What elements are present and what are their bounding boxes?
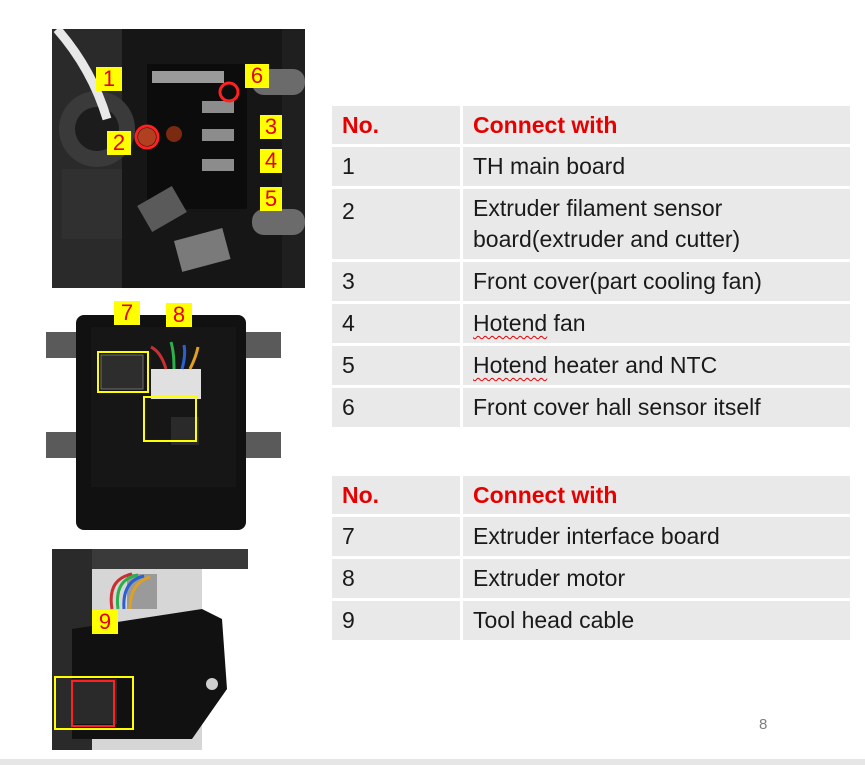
callout-2: 2 (107, 131, 131, 155)
table-row: 2 Extruder filament sensor board(extrude… (332, 189, 850, 262)
table-row: 3 Front cover(part cooling fan) (332, 262, 850, 304)
callout-8: 8 (166, 303, 192, 327)
header-connect-with: Connect with (463, 106, 850, 147)
header-no: No. (332, 106, 463, 147)
row-connect-with: Tool head cable (463, 601, 850, 643)
callout-7: 7 (114, 301, 140, 325)
row-no: 2 (332, 189, 463, 262)
bottom-divider (0, 759, 865, 765)
row-no: 6 (332, 388, 463, 430)
row-no: 4 (332, 304, 463, 346)
callout-1: 1 (96, 67, 122, 91)
table-row: 9 Tool head cable (332, 601, 850, 643)
toolhead-board-photo: 1 2 3 4 5 6 (52, 29, 305, 288)
callout-4: 4 (260, 149, 282, 173)
spellcheck-word: Hotend (473, 352, 548, 378)
row-connect-with: Extruder filament sensor board(extruder … (463, 189, 850, 262)
spellcheck-word: Hotend (473, 310, 548, 336)
callout-5: 5 (260, 187, 282, 211)
callout-3: 3 (260, 115, 282, 139)
row-connect-with: Hotend fan (463, 304, 850, 346)
connection-table-1: No. Connect with 1 TH main board 2 Extru… (332, 106, 850, 430)
row-connect-with: TH main board (463, 147, 850, 189)
connection-table-2: No. Connect with 7 Extruder interface bo… (332, 476, 850, 643)
header-connect-with: Connect with (463, 476, 850, 517)
toolhead-cable-photo: 9 (52, 549, 248, 750)
row-no: 1 (332, 147, 463, 189)
row-text-rest: fan (547, 310, 586, 336)
table-row: 5 Hotend heater and NTC (332, 346, 850, 388)
page-number: 8 (759, 716, 768, 733)
row-no: 8 (332, 559, 463, 601)
row-no: 7 (332, 517, 463, 559)
row-connect-with: Hotend heater and NTC (463, 346, 850, 388)
extruder-interface-photo: 7 8 (46, 297, 281, 545)
table-row: 7 Extruder interface board (332, 517, 850, 559)
table-header-row: No. Connect with (332, 476, 850, 517)
row-connect-with: Extruder interface board (463, 517, 850, 559)
table-row: 8 Extruder motor (332, 559, 850, 601)
table-header-row: No. Connect with (332, 106, 850, 147)
header-no: No. (332, 476, 463, 517)
row-connect-with: Extruder motor (463, 559, 850, 601)
table-row: 6 Front cover hall sensor itself (332, 388, 850, 430)
row-no: 9 (332, 601, 463, 643)
row-connect-with: Front cover(part cooling fan) (463, 262, 850, 304)
callout-6: 6 (245, 64, 269, 88)
table-row: 4 Hotend fan (332, 304, 850, 346)
row-text-rest: heater and NTC (547, 352, 718, 378)
row-connect-with: Front cover hall sensor itself (463, 388, 850, 430)
row-no: 5 (332, 346, 463, 388)
table-row: 1 TH main board (332, 147, 850, 189)
row-no: 3 (332, 262, 463, 304)
callout-9: 9 (92, 610, 118, 634)
